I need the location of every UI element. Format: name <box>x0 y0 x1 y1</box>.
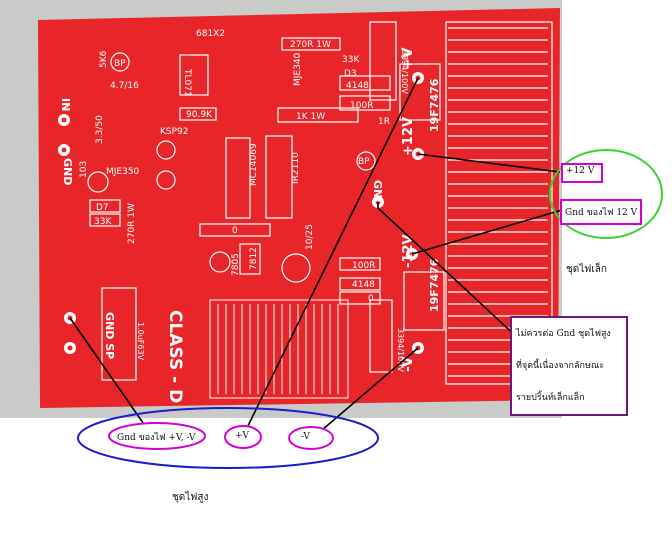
silk-33k-mid: 33K <box>94 217 112 227</box>
silk-90-9k: 90.9K <box>186 110 213 120</box>
silk-mc14069: MC14069 <box>249 143 259 186</box>
plus12-label: +12 V <box>566 166 595 176</box>
warning-line-2: ที่จุดนี้เนื่องจากลักษณะ <box>516 361 605 371</box>
minus-v-ellipse <box>288 426 334 450</box>
small-supply-ellipse <box>549 149 663 239</box>
high-voltage-caption: ชุดไฟสูง <box>172 492 209 503</box>
silk-in: IN <box>59 98 72 111</box>
gnd-hv-label: Gnd ของไฟ +V, -V <box>117 433 196 443</box>
silk-bp-mid: BP <box>358 157 370 167</box>
warning-line-3: รายปริ้นท์เล็กแล็ก <box>516 393 585 403</box>
silk-gnd-left: GND <box>61 158 74 185</box>
silk-0-b: 0 <box>368 294 374 304</box>
warning-note: ไม่ควรต่อ Gnd ชุดไฟสูง ที่จุดนี้เนื่องจา… <box>510 316 628 416</box>
high-voltage-ellipse <box>77 407 379 469</box>
component-outlines <box>87 21 445 381</box>
silk-270r-top: 270R 1W <box>290 40 331 50</box>
silk-3-3-50: 3.3/50 <box>95 115 105 144</box>
silk-4-7-16: 4.7/16 <box>110 81 139 91</box>
silk-bp-top: BP <box>114 59 126 69</box>
minus-v-label: -V <box>301 432 310 442</box>
callout-wires <box>69 77 563 431</box>
plus-v-label: +V <box>235 431 250 441</box>
silk-103: 103 <box>79 161 89 178</box>
gnd12-callout: Gnd ของไฟ 12 V <box>560 199 642 225</box>
silk-mje340: MJE340 <box>293 52 303 86</box>
silk-33k-top: 33K <box>342 55 360 65</box>
silk-minus-12v: -12V <box>401 234 416 268</box>
silk-ksp92: KSP92 <box>160 127 189 137</box>
silk-7805: 7805 <box>231 253 241 276</box>
silk-plus-v: +V <box>400 47 416 70</box>
plus12-callout: +12 V <box>561 163 603 183</box>
silk-4148-c: 4148 <box>352 280 375 290</box>
silk-19f7476-bottom: 19F7476 <box>428 258 441 312</box>
silk-1uf63v: 1.0uF63V <box>136 322 145 361</box>
silk-plus-12v: +12V <box>401 117 416 156</box>
silk-mje350: MJE350 <box>106 167 140 177</box>
silk-3394-bottom: 3394/100V <box>396 328 405 372</box>
pcb-board <box>38 8 560 408</box>
silk-7812: 7812 <box>249 247 259 270</box>
plus-v-ellipse <box>224 425 262 449</box>
silk-gnd-mid: GND <box>371 180 384 207</box>
silk-d3: D3 <box>344 69 357 79</box>
silk-0: 0 <box>232 226 238 236</box>
small-supply-caption: ชุดไฟเล็ก <box>566 264 607 275</box>
silk-ir2110: IR2110 <box>291 152 301 184</box>
silk-1r: 1R <box>378 117 390 127</box>
silk-tl071: TL071 <box>182 68 192 97</box>
silk-100r-c: 100R <box>352 261 375 271</box>
silk-3394-top: 3394/100V <box>400 50 409 94</box>
silk-100r-b: 100R <box>350 101 373 111</box>
warning-line-1: ไม่ควรต่อ Gnd ชุดไฟสูง <box>516 329 611 339</box>
gnd-hv-ellipse <box>108 422 206 450</box>
silk-270r-1w: 270R 1W <box>127 203 137 244</box>
gnd12-label: Gnd ของไฟ 12 V <box>565 208 638 218</box>
bottom-heatsink <box>209 299 349 399</box>
silk-5k6: 5K6 <box>99 50 109 68</box>
silk-10-25: 10/25 <box>305 224 315 250</box>
silk-class-d: CLASS - D <box>165 310 185 403</box>
silk-gnd-sp: GND SP <box>103 312 116 359</box>
silk-4148-a: 4148 <box>346 81 369 91</box>
silk-19f7476-top: 19F7476 <box>428 78 441 132</box>
silk-d7: D7 <box>96 203 109 213</box>
silk-1k-1w: 1K 1W <box>296 112 325 122</box>
silk-681x2: 681X2 <box>196 29 225 39</box>
